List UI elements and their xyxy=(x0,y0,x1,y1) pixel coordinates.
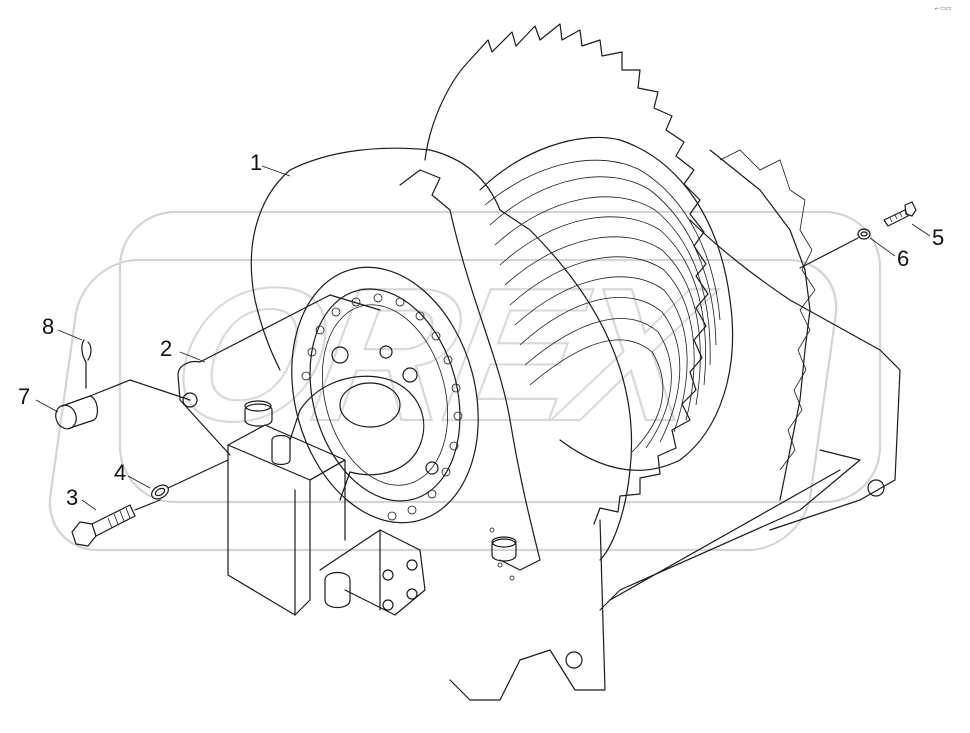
callout-1: 1 xyxy=(250,150,262,175)
rear-gear-flange xyxy=(424,23,816,525)
part-8-cotter-pin xyxy=(81,339,92,389)
part-3-bolt xyxy=(71,499,161,547)
bracket-plate xyxy=(177,294,381,456)
part-4-washer xyxy=(151,459,229,500)
plate-pins xyxy=(244,400,517,562)
frame-plates xyxy=(449,299,901,701)
rope-drum xyxy=(479,136,734,471)
callout-7: 7 xyxy=(18,384,30,409)
watermark-logo: OREX xyxy=(48,210,882,552)
corner-mark: ⌐ ▭▭ xyxy=(935,6,952,12)
watermark-text: OREX xyxy=(159,248,727,460)
motor-hub xyxy=(289,266,479,524)
callout-8: 8 xyxy=(42,314,54,339)
part-7-pin xyxy=(55,379,191,430)
motor-block xyxy=(227,424,426,616)
part-6-washer xyxy=(799,228,871,269)
callout-6: 6 xyxy=(897,246,909,271)
leader-lines xyxy=(35,165,931,511)
part-5-bolt xyxy=(883,201,917,227)
callout-2: 2 xyxy=(160,336,172,361)
hub-bolt-circle xyxy=(301,293,463,521)
callout-4: 4 xyxy=(114,460,126,485)
callouts: 1 2 3 4 5 6 7 8 xyxy=(18,150,944,510)
callout-5: 5 xyxy=(932,225,944,250)
front-flange xyxy=(250,147,633,581)
callout-3: 3 xyxy=(66,485,78,510)
